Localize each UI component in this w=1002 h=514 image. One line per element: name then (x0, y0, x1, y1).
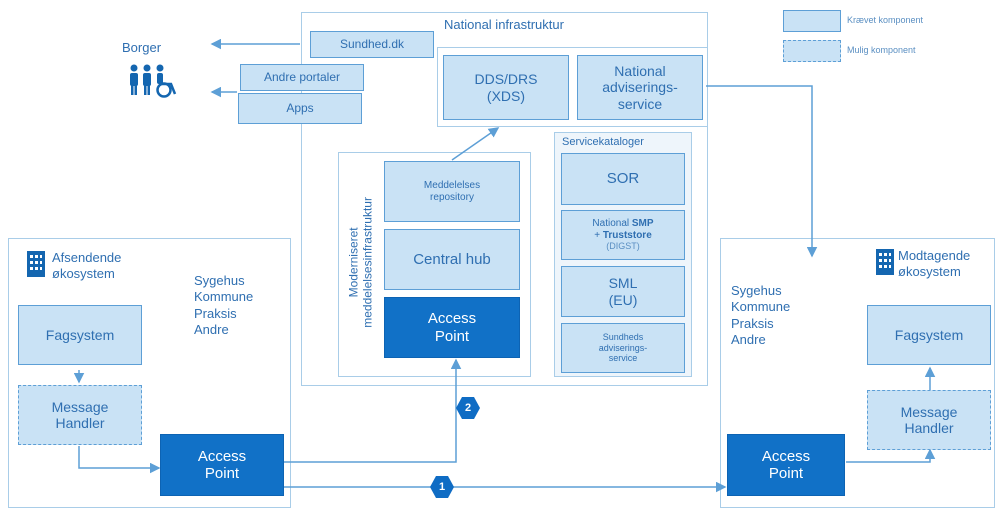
arrow-route-2 (284, 358, 462, 463)
citizens-icon (130, 64, 177, 98)
legend-required-swatch (783, 10, 841, 32)
dds-drs-component[interactable]: DDS/DRS (XDS) (443, 55, 569, 120)
sender-ecosystem-title: Afsendende økosystem (52, 250, 122, 282)
receiver-fagsystem[interactable]: Fagsystem (867, 305, 991, 365)
national-infrastructure-title: National infrastruktur (444, 17, 564, 32)
receiver-organisations: Sygehus Kommune Praksis Andre (731, 283, 791, 347)
national-advisering-component[interactable]: National adviserings- service (577, 55, 703, 120)
receiver-message-handler[interactable]: Message Handler (867, 390, 991, 450)
citizen-label: Borger (122, 40, 162, 55)
sml-component[interactable]: SML (EU) (561, 266, 685, 317)
arrow-handler-to-access-point (78, 446, 161, 474)
receiver-building-icon (876, 249, 894, 275)
smp-line-3: (DIGST) (606, 241, 640, 252)
portal-apps[interactable]: Apps (238, 93, 362, 124)
arrow-advisering-to-receiver (706, 85, 818, 258)
route-badge-2: 2 (456, 397, 480, 419)
sender-message-handler[interactable]: Message Handler (18, 385, 142, 445)
sender-building-icon (27, 251, 45, 277)
service-catalog-title: Servicekataloger (562, 136, 644, 148)
arrow-receiver-ap-to-handler (846, 448, 936, 463)
receiver-ecosystem-title: Modtagende økosystem (898, 248, 971, 280)
legend-optional-swatch (783, 40, 841, 62)
receiver-access-point[interactable]: Access Point (727, 434, 845, 496)
message-repository-component[interactable]: Meddelelses repository (384, 161, 520, 222)
sender-organisations: Sygehus Kommune Praksis Andre (194, 273, 254, 337)
route-badge-1: 1 (430, 476, 454, 498)
central-hub-component[interactable]: Central hub (384, 229, 520, 290)
national-access-point[interactable]: Access Point (384, 297, 520, 358)
legend-required-label: Krævet komponent (847, 15, 924, 25)
sender-fagsystem[interactable]: Fagsystem (18, 305, 142, 365)
smp-line-2: + Truststore (594, 229, 652, 241)
sor-component[interactable]: SOR (561, 153, 685, 205)
legend-optional-label: Mulig komponent (847, 45, 916, 55)
national-smp-truststore-component[interactable]: National SMP + Truststore (DIGST) (561, 210, 685, 260)
modernized-infrastructure-label: Moderniseret meddelelsesinfrastruktur (346, 197, 375, 328)
sender-access-point[interactable]: Access Point (160, 434, 284, 496)
smp-line-1: National SMP (592, 218, 654, 230)
portal-andre-portaler[interactable]: Andre portaler (240, 64, 364, 91)
arrow-repository-to-dds (451, 127, 500, 161)
sundheds-advisering-component[interactable]: Sundheds adviserings- service (561, 323, 685, 373)
portal-sundhed-dk[interactable]: Sundhed.dk (310, 31, 434, 58)
